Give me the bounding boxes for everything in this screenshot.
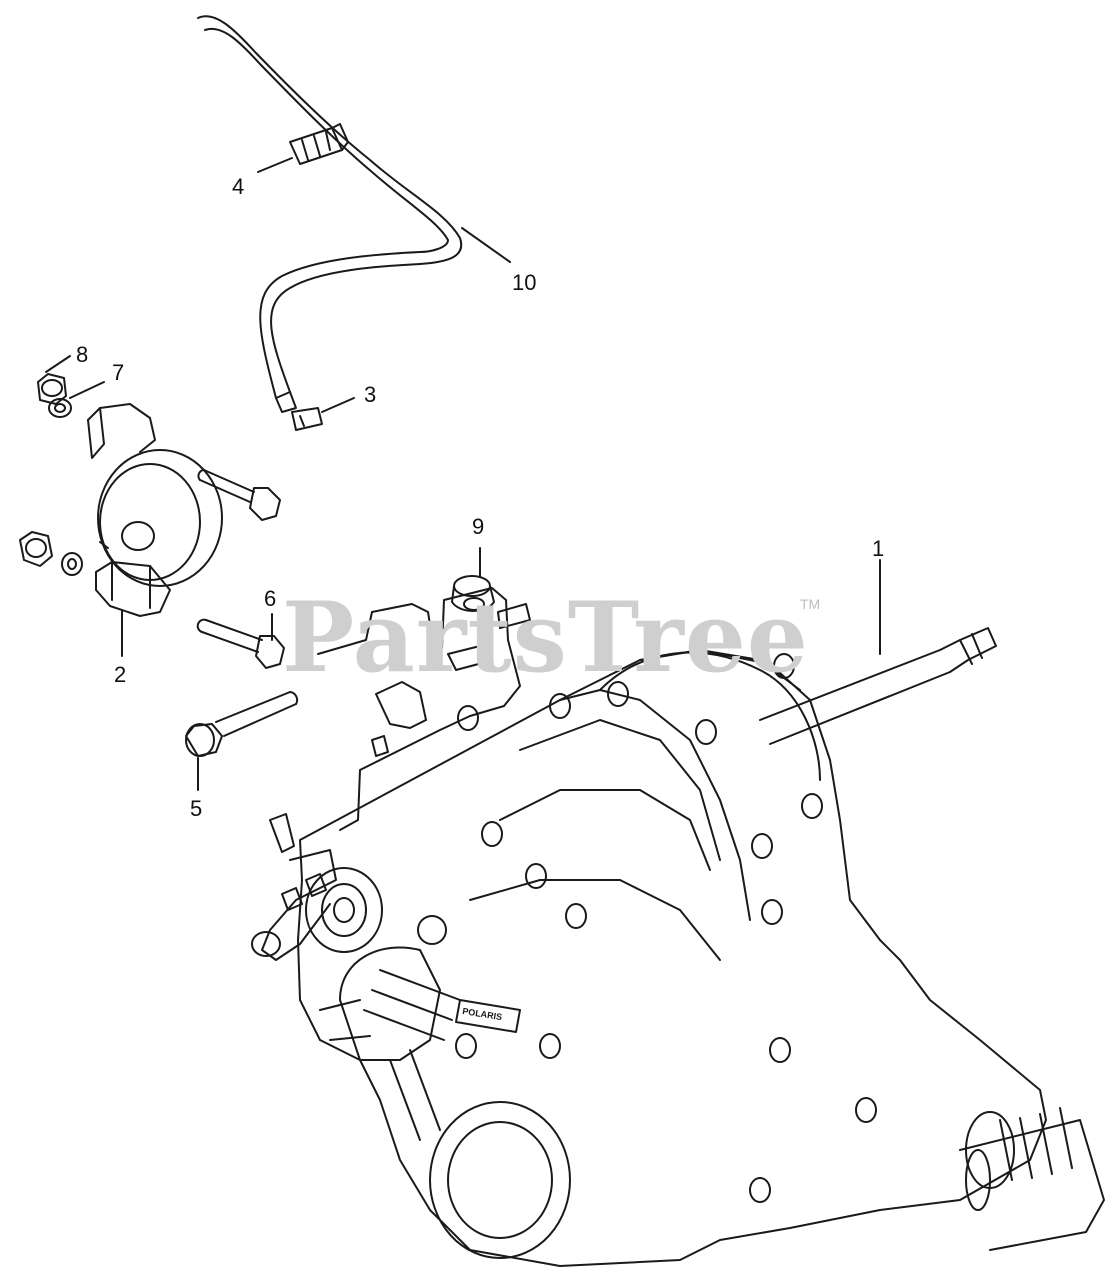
watermark-tm: TM: [800, 596, 821, 612]
callout-10: 10: [512, 270, 537, 295]
bracket-cover-part-2: [87, 403, 223, 617]
washer-lower: [61, 552, 83, 576]
leader-line-8: [45, 355, 71, 373]
callout-7: 7: [112, 360, 125, 385]
leader-line-3: [321, 397, 355, 413]
vent-hose-part-10: [197, 15, 463, 413]
transaxle-part-1: [251, 587, 1105, 1267]
callout-8: 8: [76, 342, 89, 367]
emblem-label: POLARIS: [462, 1006, 503, 1022]
callout-9: 9: [472, 514, 485, 539]
flange-bolt-part-5: [185, 691, 299, 757]
clamp-part-3: [291, 407, 323, 431]
grommet-part-9: [451, 575, 495, 612]
bolt-upper: [197, 469, 281, 521]
leader-line-10: [461, 227, 511, 263]
nut-lower: [19, 531, 53, 567]
callout-2: 2: [114, 662, 127, 687]
leader-line-7: [69, 381, 105, 399]
callout-5: 5: [190, 796, 203, 821]
leader-line-4: [257, 157, 293, 173]
callout-1: 1: [872, 536, 885, 561]
washer-part-7: [48, 398, 72, 418]
callout-3: 3: [364, 382, 377, 407]
nut-part-8: [37, 373, 67, 405]
hose-clip-part-4: [289, 123, 349, 165]
callout-6: 6: [264, 586, 277, 611]
callout-4: 4: [232, 174, 245, 199]
bolt-part-6: [196, 618, 285, 669]
partstree-watermark: PartsTree: [282, 581, 809, 694]
